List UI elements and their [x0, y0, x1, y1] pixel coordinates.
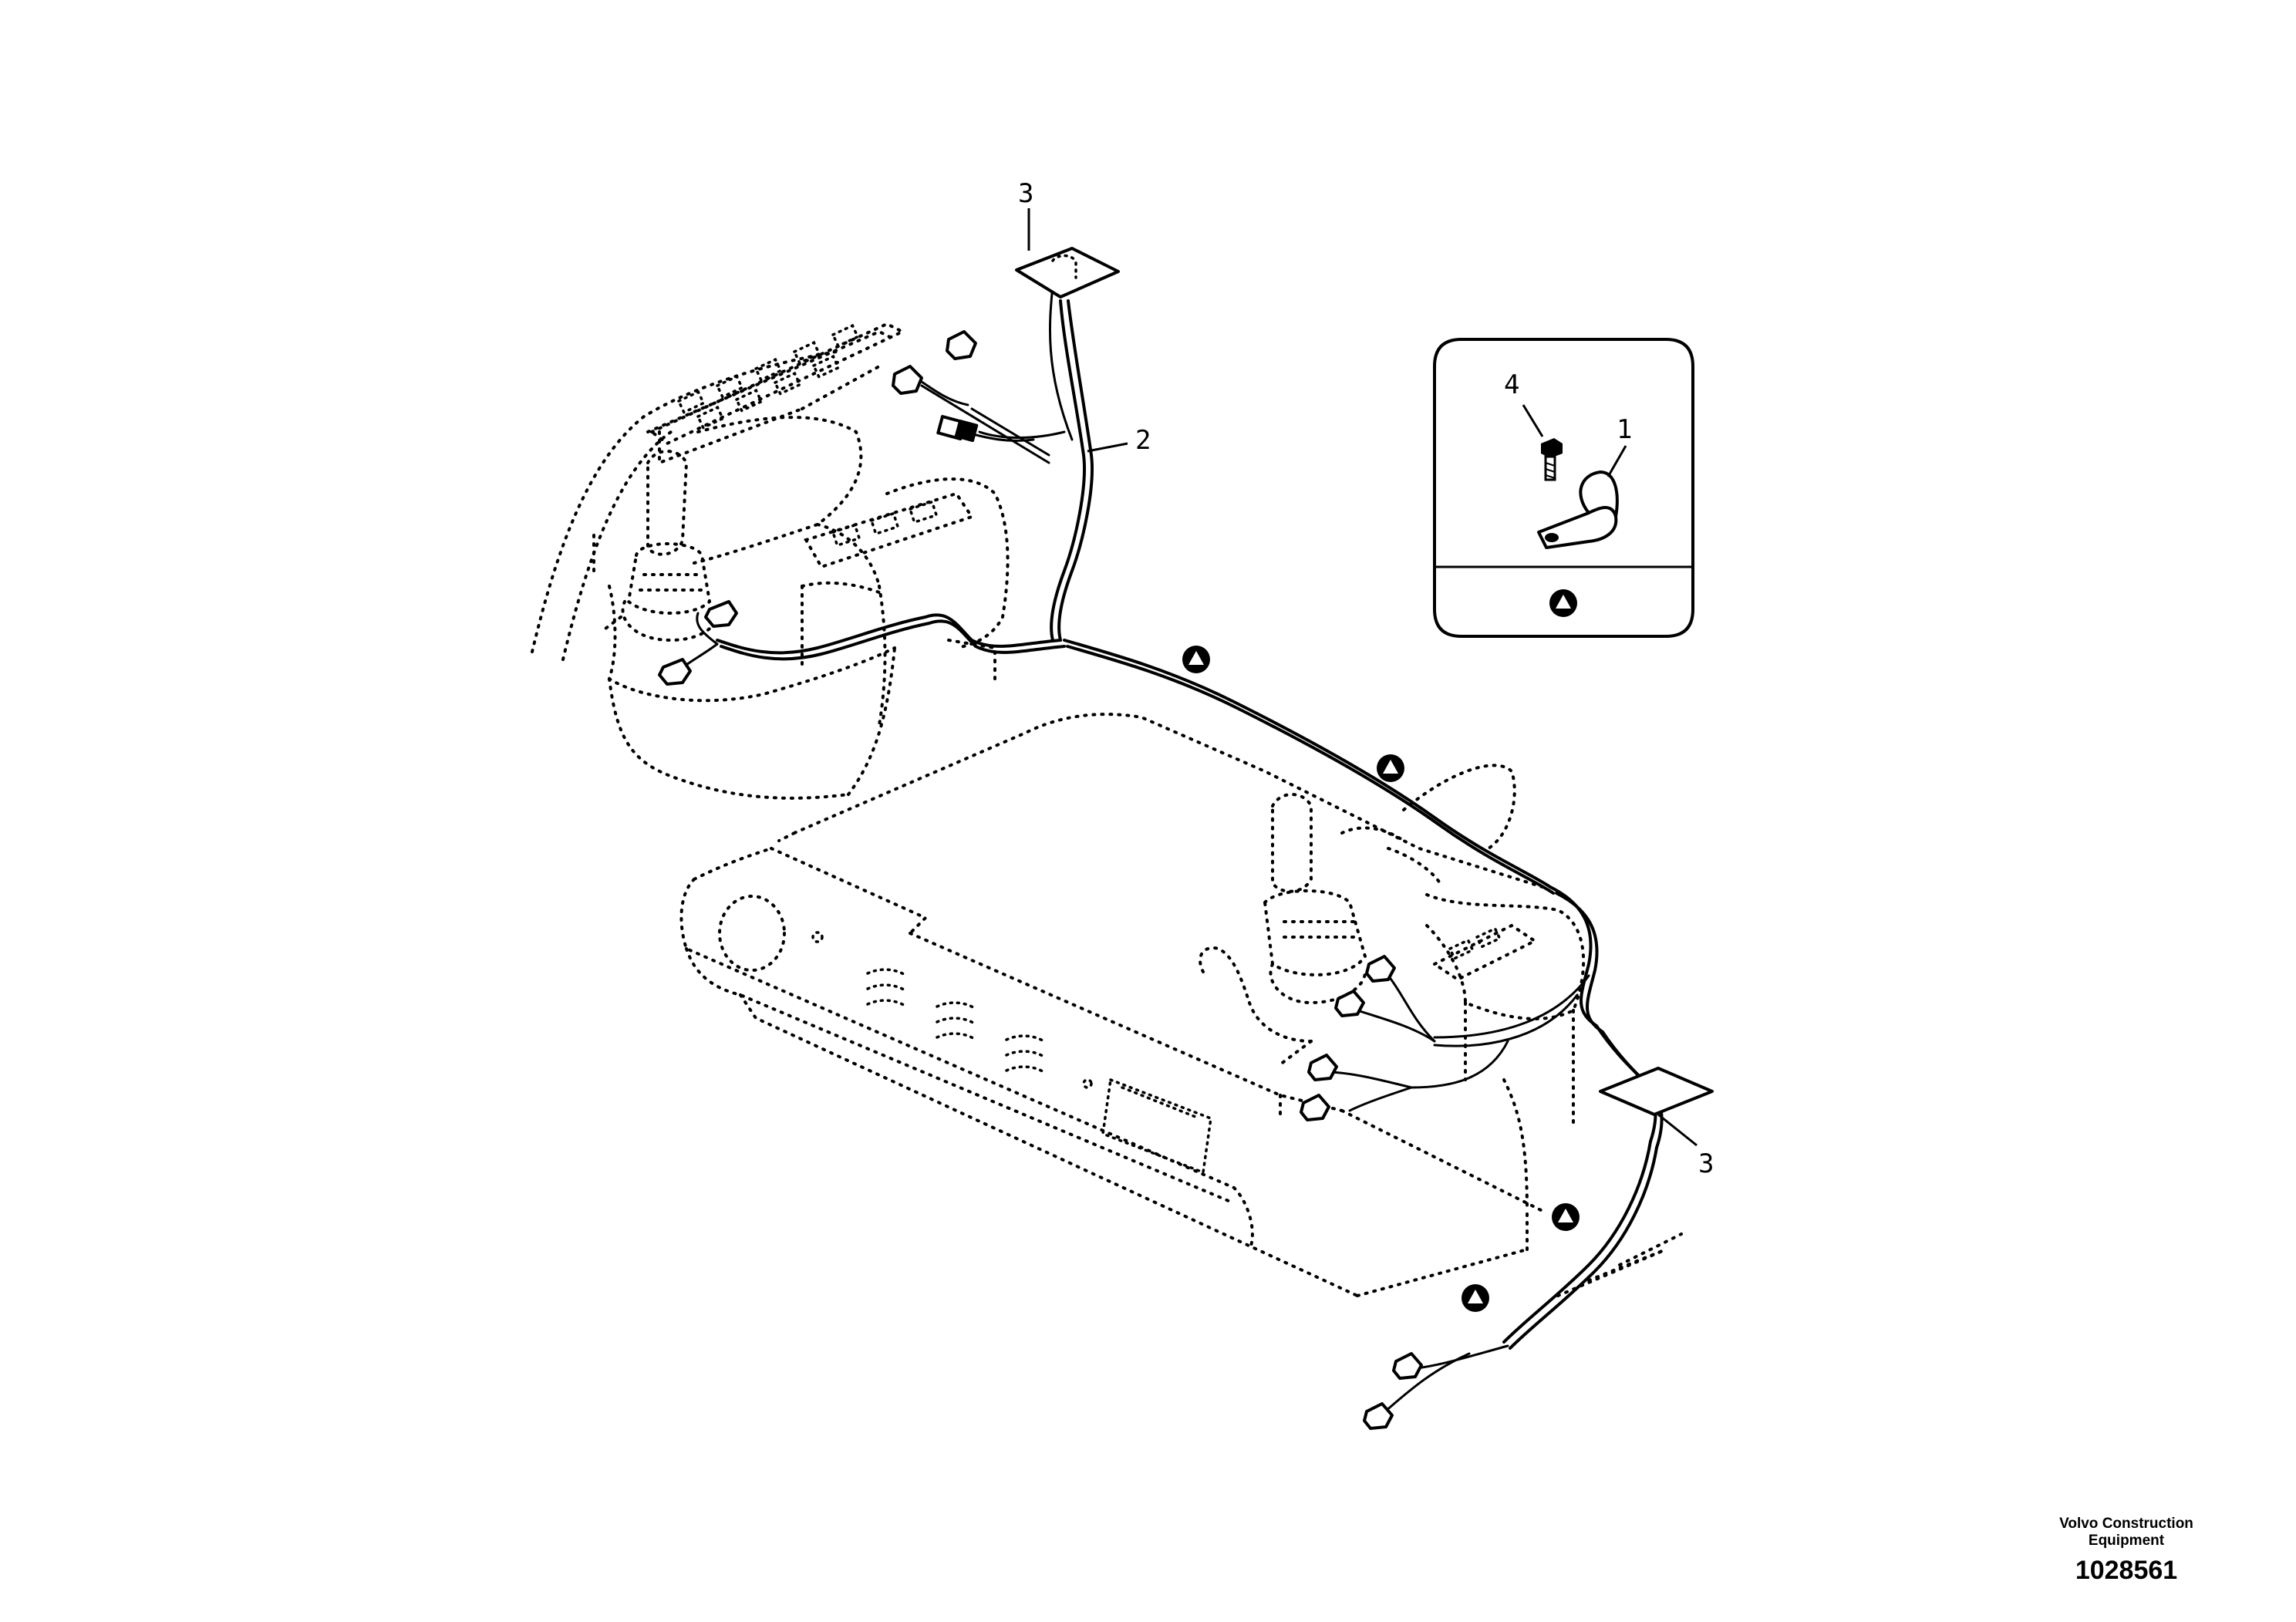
marker-2: [1377, 754, 1404, 782]
triangle-marker-icon: [1556, 595, 1571, 609]
wiring-harness: [677, 284, 1664, 1417]
connector-icon: [1363, 1402, 1394, 1430]
vent-3: [1005, 1034, 1047, 1074]
callout-3-top: 3: [1018, 178, 1033, 209]
connector-icon: [1300, 1094, 1330, 1121]
connector-bottom-1: [1392, 1352, 1423, 1380]
switch-panel-left: [649, 322, 906, 446]
callout-1-inset: 1: [1617, 414, 1632, 445]
vent-1: [866, 968, 908, 1008]
triangle-marker-icon: [1468, 1290, 1483, 1303]
cab-outline: [531, 322, 1683, 1297]
connector-icon: [892, 365, 923, 395]
inset-detail-box: 4 1: [1433, 338, 1694, 638]
connector-icon: [1307, 1054, 1338, 1081]
connector-right-1: [1365, 955, 1396, 983]
plate-bottom: [1599, 1067, 1714, 1116]
connector-icon: [1392, 1352, 1423, 1380]
bolt-icon: [1541, 438, 1563, 481]
callout-3-bottom: 3: [1698, 1148, 1714, 1179]
connector-icon: [1334, 990, 1365, 1017]
joystick-right: [1199, 793, 1367, 1066]
joystick-left: [604, 450, 720, 642]
connector-top-1: [946, 330, 977, 360]
triangle-marker-icon: [1558, 1209, 1573, 1222]
connector-left-1: [704, 600, 738, 628]
floor-plate: [693, 713, 1544, 1212]
connector-top-3: [936, 415, 979, 443]
connector-right-4: [1300, 1094, 1330, 1121]
right-console: [1340, 764, 1683, 1297]
triangle-marker-icon: [1383, 760, 1398, 774]
connector-right-2: [1334, 990, 1365, 1017]
front-console: [679, 878, 1529, 1297]
connector-icon: [1365, 955, 1396, 983]
clamp-icon: [1537, 470, 1619, 549]
callout-leaders: [1027, 208, 1698, 1147]
marker-1: [1182, 646, 1210, 673]
marker-3: [1552, 1203, 1580, 1231]
callout-4-inset: 4: [1504, 369, 1519, 400]
manufacturer-label: Volvo Construction Equipment: [2059, 1516, 2193, 1549]
vent-2: [936, 1001, 977, 1041]
connector-top-2: [892, 365, 923, 395]
connector-right-3: [1307, 1054, 1338, 1081]
connector-icon: [704, 600, 738, 628]
drawing-number: 1028561: [2075, 1556, 2178, 1585]
marker-4: [1462, 1284, 1489, 1312]
connector-bottom-2: [1363, 1402, 1394, 1430]
drawing-footer: Volvo Construction Equipment 1028561: [2038, 1516, 2215, 1586]
connector-icon: [658, 658, 692, 686]
triangle-marker-icon: [1188, 651, 1204, 665]
plate-top: [1015, 247, 1120, 298]
callout-2: 2: [1135, 425, 1151, 456]
connector-icon: [946, 330, 977, 360]
inset-marker: [1549, 589, 1577, 617]
connector-left-2: [658, 658, 692, 686]
